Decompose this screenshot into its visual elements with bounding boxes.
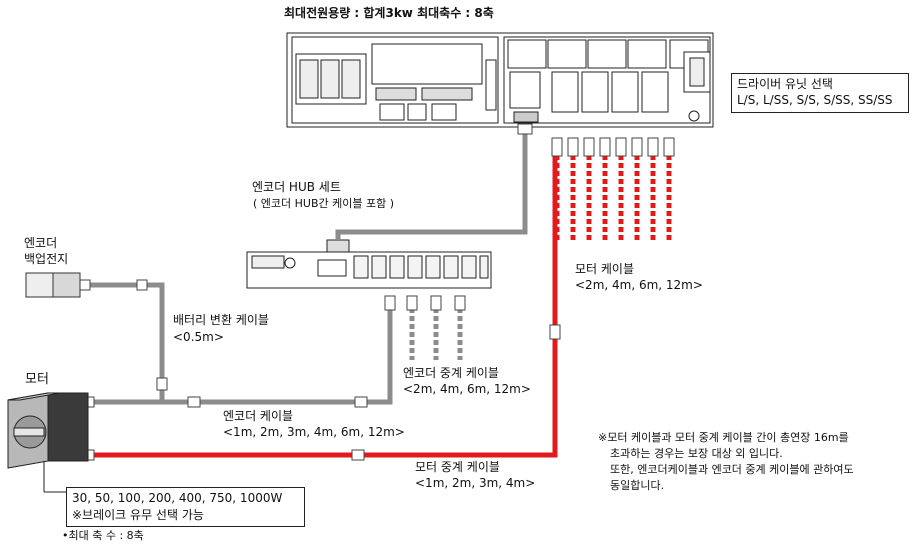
motor-relay-cable-lengths: <1m, 2m, 3m, 4m> bbox=[415, 476, 536, 490]
battery-cable-title: 배터리 변환 케이블 bbox=[173, 313, 269, 327]
driver-unit-title: 드라이버 유닛 선택 bbox=[737, 77, 833, 91]
encoder-hub-set-subtitle: ( 엔코더 HUB간 케이블 포함 ) bbox=[253, 197, 395, 210]
motor-spec-line2: ※브레이크 유무 선택 가능 bbox=[72, 508, 204, 522]
driver-unit-box: 드라이버 유닛 선택 L/S, L/SS, S/S, S/SS, SS/SS bbox=[731, 73, 909, 113]
encoder-relay-cable-lengths: <2m, 4m, 6m, 12m> bbox=[403, 382, 531, 396]
controller-unit bbox=[286, 32, 714, 128]
motor-cable-lengths: <2m, 4m, 6m, 12m> bbox=[575, 278, 703, 292]
max-axes-note: •최대 축 수 : 8축 bbox=[62, 529, 144, 542]
motor-spec-box: 30, 50, 100, 200, 400, 750, 1000W ※브레이크 … bbox=[66, 487, 305, 527]
motor-cables bbox=[90, 150, 558, 458]
warning-note-line1: ※모터 케이블과 모터 중계 케이블 간이 총연장 16m를 bbox=[598, 431, 849, 444]
encoder-backup-battery bbox=[25, 272, 81, 298]
warning-note-line2: 초과하는 경우는 보장 대상 외 입니다. bbox=[610, 447, 783, 460]
max-capacity-label: 최대전원용량 : 합계3kw 최대축수 : 8축 bbox=[284, 6, 494, 20]
driver-unit-options: L/S, L/SS, S/S, S/SS, SS/SS bbox=[737, 93, 893, 107]
encoder-cable-lengths: <1m, 2m, 3m, 4m, 6m, 12m> bbox=[223, 425, 405, 439]
warning-note-line4: 동일합니다. bbox=[610, 479, 665, 492]
motor-label: 모터 bbox=[25, 372, 49, 387]
motor-relay-cable-title: 모터 중계 케이블 bbox=[415, 460, 500, 474]
motor-cable-title: 모터 케이블 bbox=[575, 262, 635, 276]
encoder-cable-title: 엔코더 케이블 bbox=[223, 409, 294, 423]
warning-note-line3: 또한, 엔코더케이블과 엔코더 중계 케이블에 관하여도 bbox=[610, 463, 854, 476]
cable-connectors bbox=[79, 123, 675, 461]
encoder-hub-set-title: 엔코더 HUB 세트 bbox=[252, 180, 341, 194]
encoder-backup-line2: 백업전지 bbox=[24, 252, 69, 266]
encoder-relay-cable-title: 엔코더 중계 케이블 bbox=[403, 366, 499, 380]
motor-cable-stubs bbox=[554, 155, 672, 242]
motor-illustration bbox=[7, 392, 89, 493]
motor-spec-line1: 30, 50, 100, 200, 400, 750, 1000W bbox=[72, 491, 283, 505]
battery-cable-lengths: <0.5m> bbox=[173, 330, 224, 344]
encoder-backup-line1: 엔코더 bbox=[24, 236, 58, 250]
encoder-hub bbox=[246, 239, 492, 289]
